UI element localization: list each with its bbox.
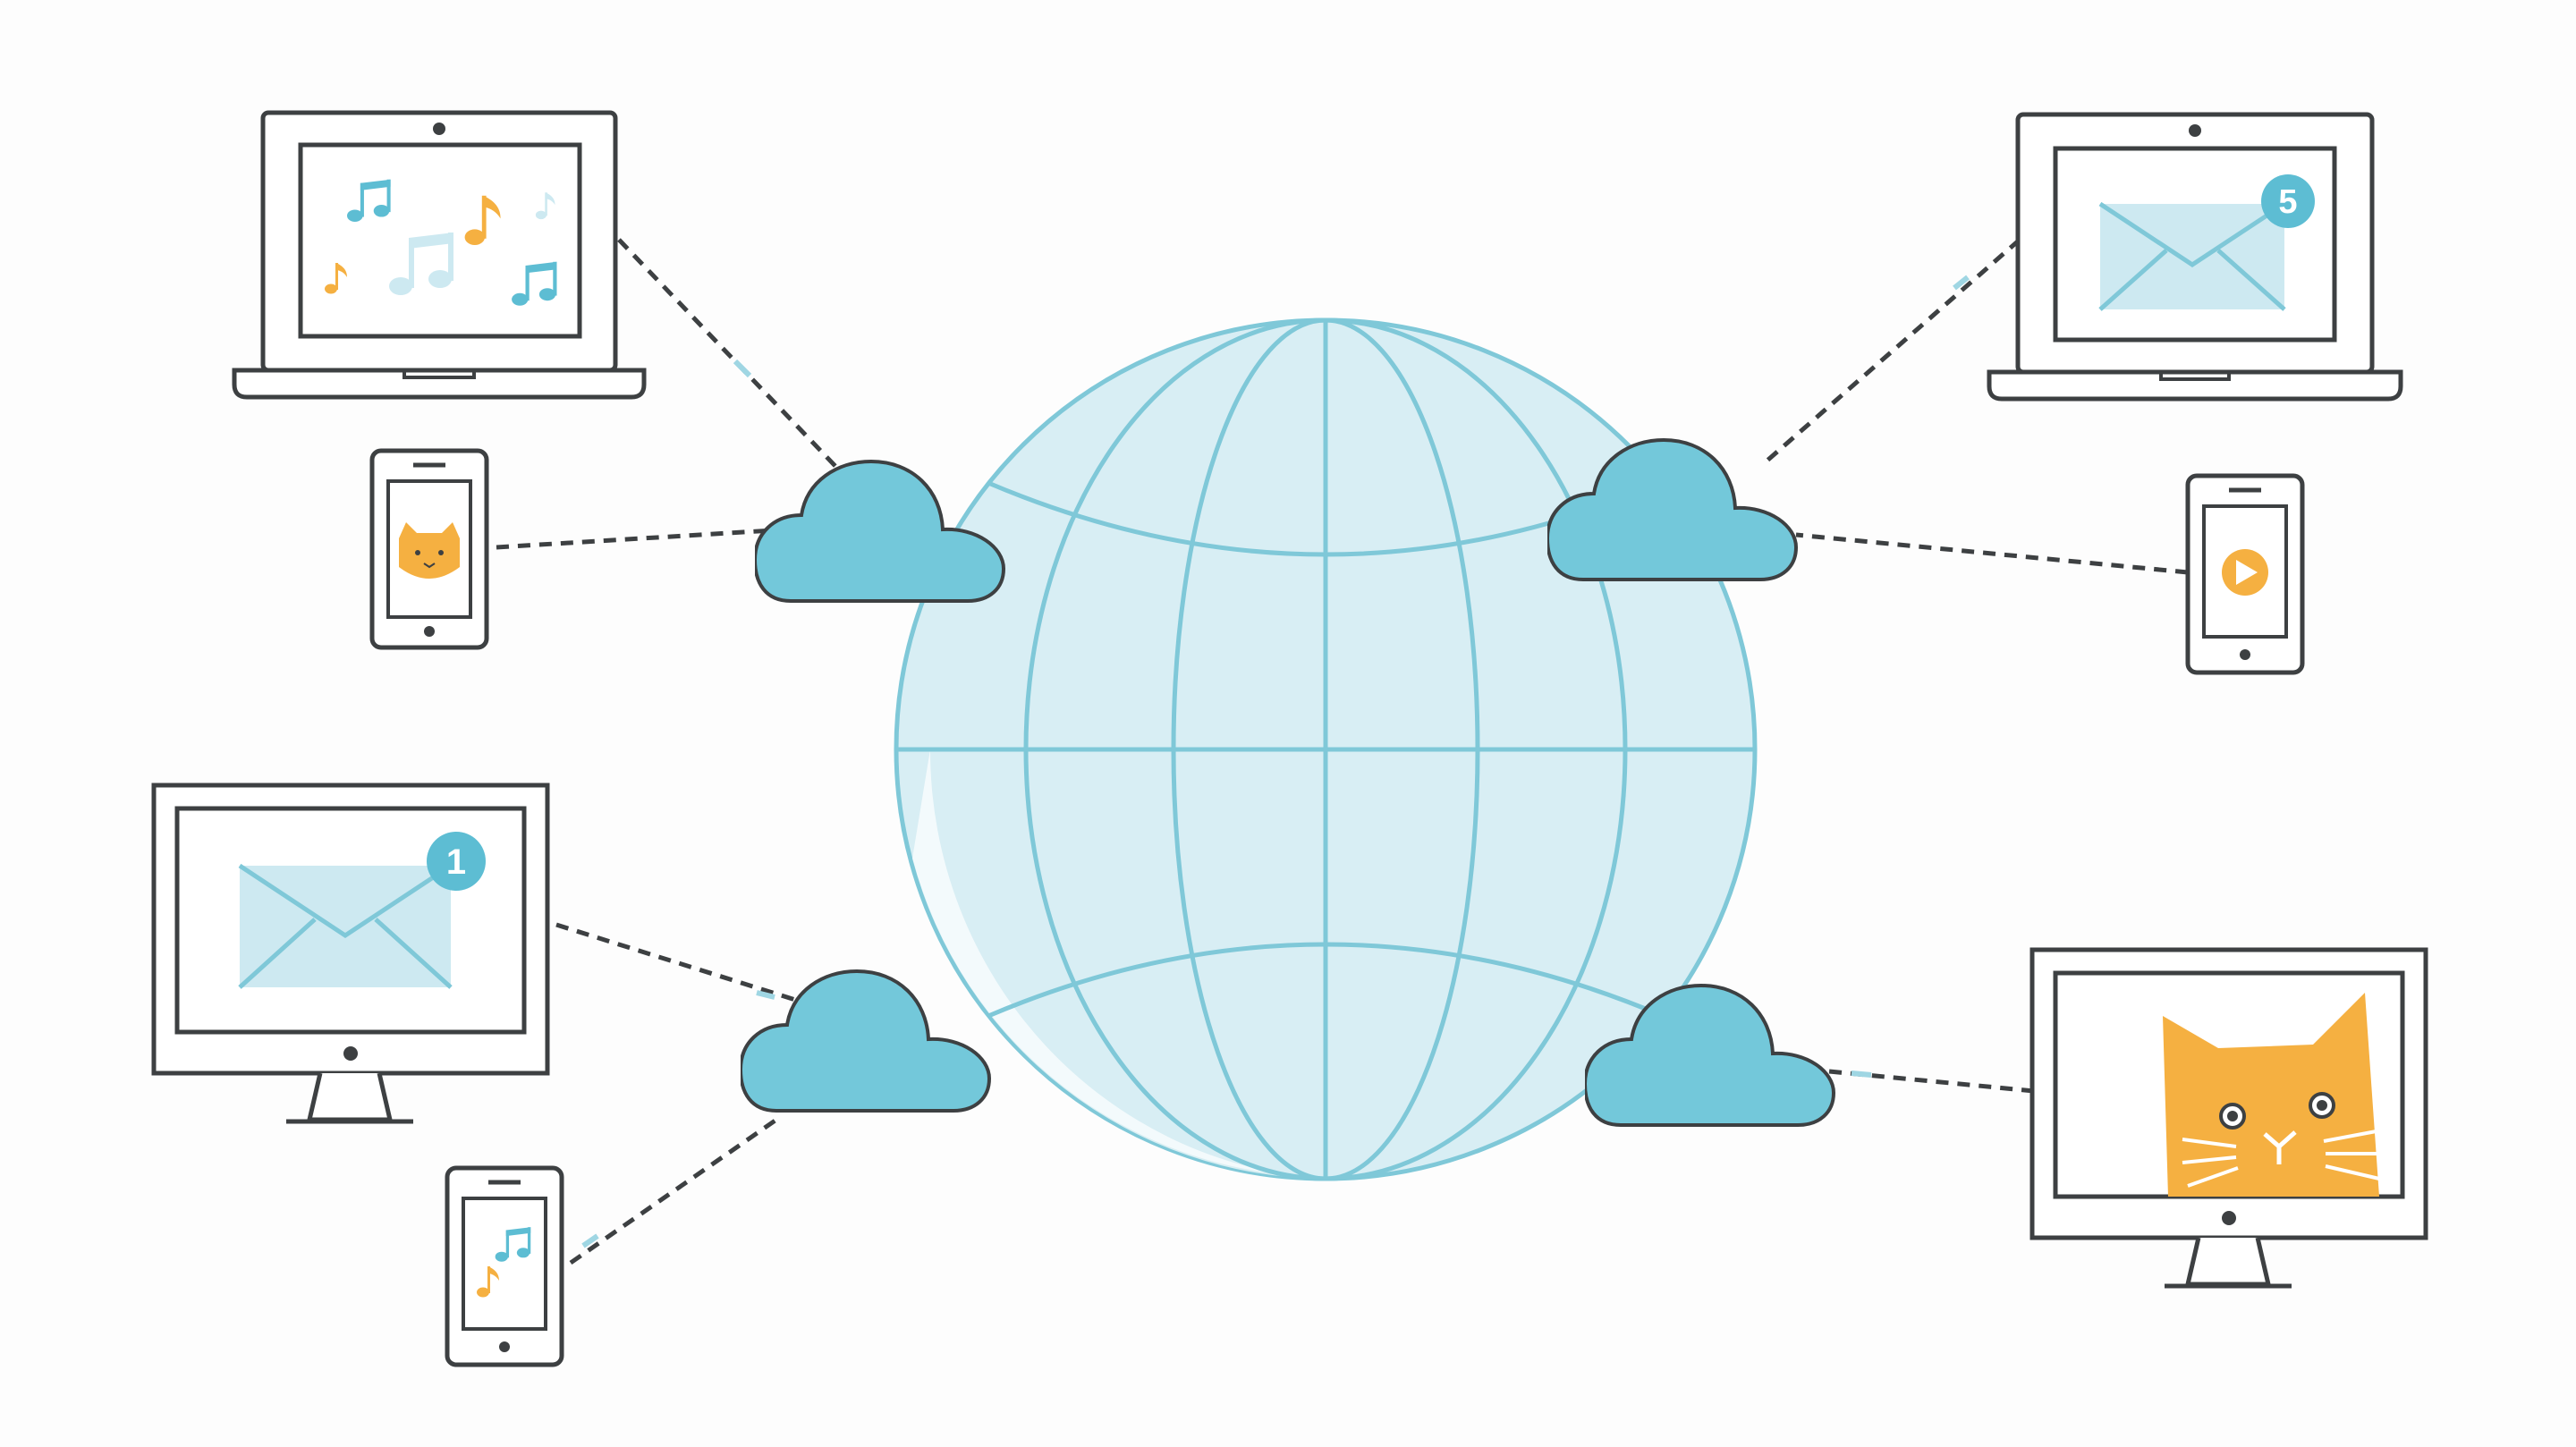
cloud-icon [741,969,991,1113]
link-phone-top-left [496,527,788,550]
link-phone-bottom-left [569,1117,778,1265]
laptop-icon: 5 [1987,112,2403,402]
laptop-icon [232,110,647,400]
link-phone-top-right [1795,532,2189,575]
cloud-icon [755,460,1005,603]
notification-badge: 5 [2261,174,2315,228]
link-desktop-bottom-left [555,922,808,1006]
envelope-icon [238,863,453,989]
cat-face-icon [399,522,460,579]
desktop-monitor-icon: 1 [151,783,550,1124]
notification-badge: 1 [427,832,486,891]
badge-count: 5 [2278,183,2297,221]
phone-icon [445,1165,564,1367]
link-laptop-top-left [617,238,852,483]
connections [496,238,2189,1265]
play-icon [2222,549,2268,596]
phone-icon [2185,473,2305,675]
cat-face-icon [2163,993,2383,1197]
badge-count: 1 [446,842,466,882]
phone-icon [369,448,489,650]
globe-icon [894,317,1758,1181]
link-laptop-top-right [1760,238,2021,467]
connection-highlights [581,275,1970,1248]
envelope-icon [2098,201,2286,311]
desktop-monitor-icon [2029,947,2428,1289]
